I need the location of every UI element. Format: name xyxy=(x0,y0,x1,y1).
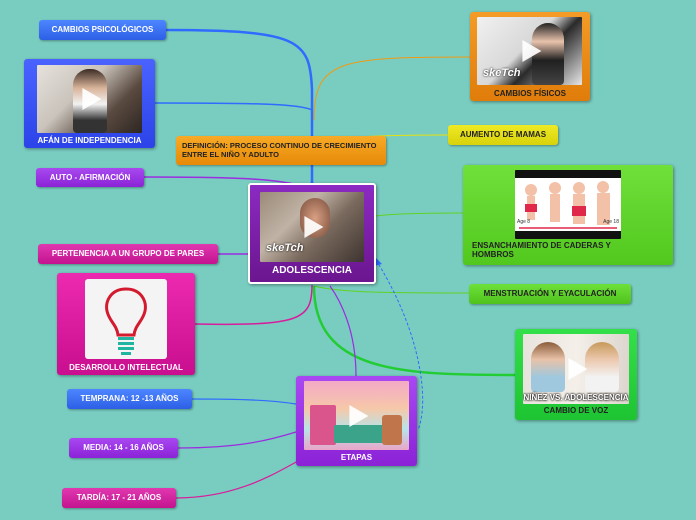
voz-caption: CAMBIO DE VOZ xyxy=(515,406,637,415)
link-temprana xyxy=(192,399,296,404)
voz-overlay-text: NIÑEZ VS. ADOLESCENCIA xyxy=(523,393,629,402)
afan-video-thumbnail xyxy=(37,65,142,133)
voz-video-thumbnail: NIÑEZ VS. ADOLESCENCIA xyxy=(523,334,629,404)
card-caderas-hombros[interactable]: Age 8 Age 18 ENSANCHAMIENTO DE CADERAS Y… xyxy=(463,165,673,265)
card-central-adolescencia[interactable]: skeTch ADOLESCENCIA xyxy=(248,183,376,284)
play-icon[interactable] xyxy=(304,216,323,238)
chair-shape xyxy=(382,415,402,445)
link-caderas xyxy=(376,213,463,216)
furniture-shape xyxy=(310,405,336,445)
girl-right-silhouette xyxy=(585,342,619,392)
node-aumento-mamas[interactable]: AUMENTO DE MAMAS xyxy=(448,125,558,145)
card-cambio-voz[interactable]: NIÑEZ VS. ADOLESCENCIA CAMBIO DE VOZ xyxy=(515,329,637,420)
fisicos-watermark: skeTch xyxy=(483,67,521,79)
card-afan-independencia[interactable]: AFÁN DE INDEPENDENCIA xyxy=(24,59,155,148)
caderas-caption: ENSANCHAMIENTO DE CADERAS Y HOMBROS xyxy=(472,241,633,259)
afan-caption: AFÁN DE INDEPENDENCIA xyxy=(24,136,155,145)
link-media xyxy=(178,432,296,448)
caderas-image: Age 8 Age 18 xyxy=(515,170,621,239)
link-desarrollo xyxy=(195,285,312,324)
link-cambios-fisicos xyxy=(314,57,470,120)
play-icon[interactable] xyxy=(522,40,541,62)
node-cambios-psicologicos[interactable]: CAMBIOS PSICOLÓGICOS xyxy=(39,20,166,40)
node-auto-afirmacion[interactable]: AUTO - AFIRMACIÓN xyxy=(36,168,144,187)
card-cambios-fisicos[interactable]: skeTch CAMBIOS FÍSICOS xyxy=(470,12,590,101)
fisicos-video-thumbnail: skeTch xyxy=(477,17,582,85)
node-tardia[interactable]: TARDÍA: 17 - 21 AÑOS xyxy=(62,488,176,508)
node-definicion[interactable]: DEFINICIÓN: PROCESO CONTINUO DE CRECIMIE… xyxy=(176,136,386,165)
link-afan xyxy=(155,103,312,110)
central-video-thumbnail: skeTch xyxy=(260,192,364,262)
play-icon[interactable] xyxy=(349,405,368,427)
link-tardia xyxy=(176,460,300,498)
central-label: ADOLESCENCIA xyxy=(250,265,374,277)
link-etapas xyxy=(330,286,356,376)
table-shape xyxy=(334,425,386,443)
central-watermark: skeTch xyxy=(266,242,304,254)
card-desarrollo-intelectual[interactable]: DESARROLLO INTELECTUAL xyxy=(57,273,195,375)
age-label-left: Age 8 xyxy=(517,219,530,225)
node-pertenencia[interactable]: PERTENENCIA A UN GRUPO DE PARES xyxy=(38,244,218,264)
desarrollo-caption: DESARROLLO INTELECTUAL xyxy=(57,363,195,372)
fisicos-caption: CAMBIOS FÍSICOS xyxy=(470,89,590,98)
node-temprana[interactable]: TEMPRANA: 12 -13 AÑOS xyxy=(67,389,192,409)
card-etapas[interactable]: ETAPAS xyxy=(296,376,417,466)
lightbulb-image xyxy=(85,279,167,359)
play-icon[interactable] xyxy=(82,88,101,110)
play-icon[interactable] xyxy=(560,194,579,216)
node-media[interactable]: MEDIA: 14 - 16 AÑOS xyxy=(69,438,178,458)
lightbulb-icon xyxy=(85,279,167,359)
girl-left-silhouette xyxy=(531,342,565,392)
play-icon[interactable] xyxy=(568,358,587,380)
age-label-right: Age 18 xyxy=(603,219,619,225)
node-menstruacion[interactable]: MENSTRUACIÓN Y EYACULACIÓN xyxy=(469,284,631,304)
etapas-video-thumbnail xyxy=(304,381,409,450)
etapas-caption: ETAPAS xyxy=(296,453,417,462)
